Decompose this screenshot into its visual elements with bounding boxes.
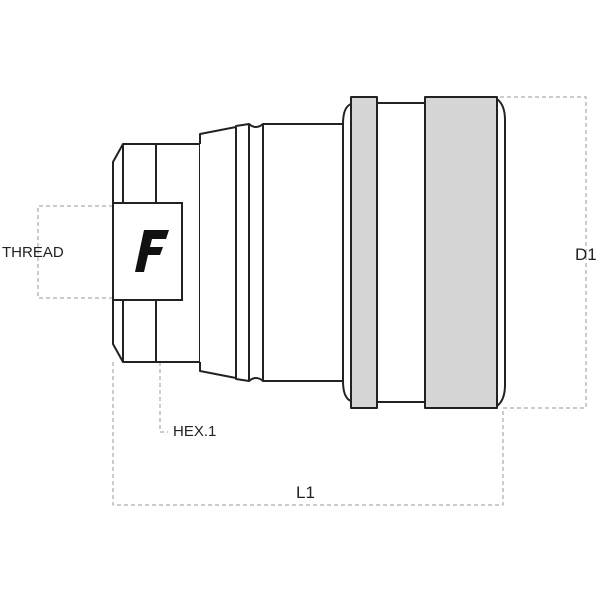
length-dimension-line: [112, 362, 504, 506]
sleeve-end-cap: [496, 98, 506, 407]
length-label: L1: [296, 483, 315, 502]
main-body: [262, 123, 344, 382]
dimension-lines: [37, 96, 587, 506]
locking-ring: [350, 96, 378, 409]
diameter-dimension-line: [500, 96, 587, 409]
middle-body: [376, 102, 426, 403]
diameter-label: D1: [575, 245, 597, 264]
hex-label: HEX.1: [173, 423, 217, 440]
logo-f-icon: [135, 230, 169, 272]
thread-label: THREAD: [2, 244, 64, 261]
coupling-body: [112, 96, 506, 409]
logo-plate: [112, 202, 183, 301]
collar-ring: [235, 123, 250, 382]
sleeve: [424, 96, 498, 409]
groove: [248, 123, 264, 382]
thread-dimension-bracket: [37, 205, 113, 299]
hex-dimension-leader: [159, 362, 168, 433]
tapered-neck: [199, 126, 237, 379]
